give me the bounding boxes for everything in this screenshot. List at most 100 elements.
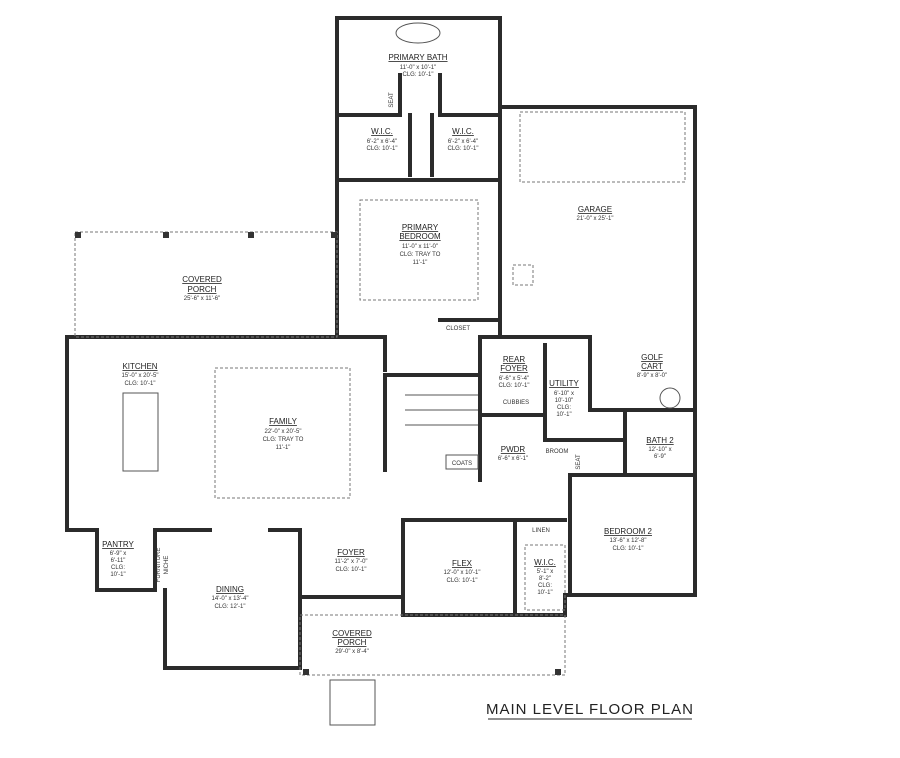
svg-text:6'-10" x: 6'-10" x <box>554 391 574 397</box>
svg-text:29'-0" x 8'-4": 29'-0" x 8'-4" <box>335 649 369 655</box>
svg-text:FOYER: FOYER <box>500 364 528 373</box>
svg-text:11'-1": 11'-1" <box>413 260 428 266</box>
walls <box>65 16 697 670</box>
svg-text:CLG: 10'-1": CLG: 10'-1" <box>336 567 367 573</box>
room-covered-porch-rear: COVERED PORCH 25'-6" x 11'-6" <box>182 275 222 302</box>
svg-text:10'-1": 10'-1" <box>556 412 571 418</box>
svg-text:12'-10" x: 12'-10" x <box>648 447 671 453</box>
room-utility: UTILITY 6'-10" x 10'-10" CLG: 10'-1" <box>549 379 579 418</box>
svg-text:DINING: DINING <box>216 585 244 594</box>
svg-text:6'-9": 6'-9" <box>654 454 666 460</box>
svg-text:COVERED: COVERED <box>182 275 222 284</box>
svg-text:NICHE: NICHE <box>164 556 170 575</box>
svg-text:11'-0" x 11'-0": 11'-0" x 11'-0" <box>402 244 438 250</box>
plan-title: MAIN LEVEL FLOOR PLAN <box>486 701 694 718</box>
room-primary-bedroom: PRIMARY BEDROOM 11'-0" x 11'-0" CLG: TRA… <box>399 223 441 266</box>
svg-text:W.I.C.: W.I.C. <box>534 558 556 567</box>
svg-text:15'-0" x 20'-5": 15'-0" x 20'-5" <box>122 373 159 379</box>
room-labels: PRIMARY BATH 11'-0" x 10'-1" CLG: 10'-1"… <box>102 53 674 655</box>
svg-text:CLG: 12'-1": CLG: 12'-1" <box>215 604 246 610</box>
svg-text:GOLF: GOLF <box>641 353 663 362</box>
room-family: FAMILY 22'-0" x 20'-5" CLG: TRAY TO 11'-… <box>263 417 304 451</box>
room-pantry: PANTRY 6'-9" x 6'-11" CLG: 10'-1" <box>102 540 134 578</box>
svg-text:W.I.C.: W.I.C. <box>371 127 393 136</box>
svg-text:11'-2" x 7'-0": 11'-2" x 7'-0" <box>334 559 367 565</box>
room-dining: DINING 14'-0" x 13'-4" CLG: 12'-1" <box>212 585 249 610</box>
room-rear-foyer: REAR FOYER 6'-6" x 5'-4" CLG: 10'-1" <box>499 355 530 389</box>
seat-label: SEAT <box>389 92 395 108</box>
room-kitchen: KITCHEN 15'-0" x 20'-5" CLG: 10'-1" <box>122 362 159 387</box>
porches-and-details <box>74 22 686 726</box>
furniture-niche: FURNITURE NICHE <box>156 548 170 583</box>
svg-text:REAR: REAR <box>503 355 525 364</box>
svg-text:CLG: 10'-1": CLG: 10'-1" <box>125 381 156 387</box>
svg-text:22'-0" x 20'-5": 22'-0" x 20'-5" <box>265 429 302 435</box>
svg-text:8'-2": 8'-2" <box>539 576 551 582</box>
svg-text:FOYER: FOYER <box>337 548 365 557</box>
svg-text:CLG: 10'-1": CLG: 10'-1" <box>447 578 478 584</box>
svg-text:8'-9" x 8'-0": 8'-9" x 8'-0" <box>637 373 667 379</box>
svg-text:BATH 2: BATH 2 <box>646 436 674 445</box>
svg-text:CLG:: CLG: <box>557 405 571 411</box>
room-wic-bedroom-2: W.I.C. 5'-1" x 8'-2" CLG: 10'-1" <box>534 558 556 596</box>
svg-text:11'-1": 11'-1" <box>276 445 291 451</box>
svg-text:GARAGE: GARAGE <box>578 205 612 214</box>
broom-label: BROOM <box>546 449 569 455</box>
svg-text:6'-6" x 6'-1": 6'-6" x 6'-1" <box>498 456 528 462</box>
svg-text:FAMILY: FAMILY <box>269 417 298 426</box>
svg-text:10'-10": 10'-10" <box>555 398 574 404</box>
room-bath-2: BATH 2 12'-10" x 6'-9" <box>646 436 674 460</box>
room-golf-cart: GOLF CART 8'-9" x 8'-0" <box>637 353 667 379</box>
svg-text:PRIMARY BATH: PRIMARY BATH <box>388 53 447 62</box>
svg-text:FLEX: FLEX <box>452 559 473 568</box>
svg-text:6'-11": 6'-11" <box>111 558 126 564</box>
svg-text:CLG: 10'-1": CLG: 10'-1" <box>367 146 398 152</box>
svg-text:5'-1" x: 5'-1" x <box>537 569 554 575</box>
svg-text:12'-0" x 10'-1": 12'-0" x 10'-1" <box>444 570 481 576</box>
coats-label: COATS <box>452 461 472 467</box>
room-bedroom-2: BEDROOM 2 13'-6" x 12'-8" CLG: 10'-1" <box>604 527 653 552</box>
room-primary-bath: PRIMARY BATH 11'-0" x 10'-1" CLG: 10'-1" <box>388 53 447 78</box>
room-pwdr: PWDR 6'-6" x 6'-1" <box>498 445 528 462</box>
svg-text:10'-1": 10'-1" <box>110 572 125 578</box>
svg-text:14'-0" x 13'-4": 14'-0" x 13'-4" <box>212 596 249 602</box>
room-foyer: FOYER 11'-2" x 7'-0" CLG: 10'-1" <box>334 548 367 573</box>
room-wic-left: W.I.C. 6'-2" x 6'-4" CLG: 10'-1" <box>367 127 398 152</box>
svg-text:11'-0" x 10'-1": 11'-0" x 10'-1" <box>400 65 436 71</box>
room-closet: CLOSET <box>446 326 470 332</box>
svg-text:25'-6" x 11'-6": 25'-6" x 11'-6" <box>184 296 220 302</box>
seat-label: SEAT <box>576 454 582 470</box>
cubbies-label: CUBBIES <box>503 400 529 406</box>
svg-text:BEDROOM: BEDROOM <box>399 232 441 241</box>
svg-text:CLG: TRAY TO: CLG: TRAY TO <box>400 252 441 258</box>
svg-text:COVERED: COVERED <box>332 629 372 638</box>
svg-text:6'-9" x: 6'-9" x <box>110 551 127 557</box>
svg-text:CLG: 10'-1": CLG: 10'-1" <box>403 72 434 78</box>
svg-text:CLG: 10'-1": CLG: 10'-1" <box>499 383 530 389</box>
svg-text:CLG:: CLG: <box>538 583 552 589</box>
svg-text:PRIMARY: PRIMARY <box>402 223 439 232</box>
room-wic-right: W.I.C. 6'-2" x 6'-4" CLG: 10'-1" <box>448 127 479 152</box>
svg-text:PORCH: PORCH <box>188 285 217 294</box>
linen-label: LINEN <box>532 528 550 534</box>
svg-text:6'-6" x 5'-4": 6'-6" x 5'-4" <box>499 376 529 382</box>
room-covered-porch-front: COVERED PORCH 29'-0" x 8'-4" <box>332 629 372 655</box>
room-flex: FLEX 12'-0" x 10'-1" CLG: 10'-1" <box>444 559 481 584</box>
svg-text:CLG: 10'-1": CLG: 10'-1" <box>448 146 479 152</box>
svg-text:KITCHEN: KITCHEN <box>122 362 157 371</box>
svg-text:13'-6" x 12'-8": 13'-6" x 12'-8" <box>610 538 647 544</box>
svg-text:6'-2" x 6'-4": 6'-2" x 6'-4" <box>448 139 478 145</box>
svg-text:PORCH: PORCH <box>338 638 367 647</box>
svg-text:FURNITURE: FURNITURE <box>156 548 162 583</box>
room-garage: GARAGE 21'-0" x 25'-1" <box>577 205 614 222</box>
svg-text:UTILITY: UTILITY <box>549 379 579 388</box>
svg-text:PANTRY: PANTRY <box>102 540 134 549</box>
svg-text:CLG: 10'-1": CLG: 10'-1" <box>613 546 644 552</box>
svg-text:BEDROOM 2: BEDROOM 2 <box>604 527 653 536</box>
svg-text:PWDR: PWDR <box>501 445 526 454</box>
svg-text:21'-0" x 25'-1": 21'-0" x 25'-1" <box>577 216 614 222</box>
svg-text:CART: CART <box>641 362 663 371</box>
svg-text:W.I.C.: W.I.C. <box>452 127 474 136</box>
svg-text:10'-1": 10'-1" <box>537 590 552 596</box>
